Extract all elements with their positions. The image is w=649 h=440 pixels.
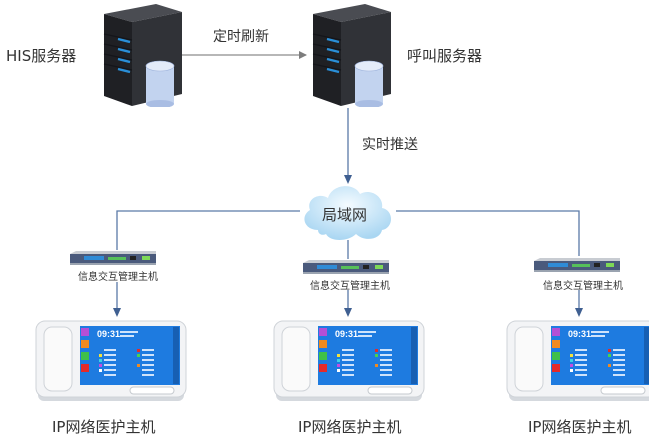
arrow-head bbox=[344, 175, 352, 184]
edge-label-realtime-push: 实时推送 bbox=[362, 137, 418, 153]
rack-server-icon bbox=[70, 251, 156, 265]
server-tower-icon bbox=[312, 4, 391, 107]
call-server-label: 呼叫服务器 bbox=[407, 47, 483, 65]
info-host-label: 信息交互管理主机 bbox=[543, 281, 623, 292]
nurse-host-label: IP网络医护主机 bbox=[52, 418, 156, 436]
ip-phone-terminal-icon bbox=[35, 320, 187, 401]
arrow-head bbox=[344, 308, 352, 317]
nurse-host-label: IP网络医护主机 bbox=[298, 418, 402, 436]
edge-lan-to-left-host bbox=[116, 210, 300, 250]
rack-server-icon bbox=[303, 260, 389, 274]
ip-phone-terminal: 09:31 bbox=[34, 319, 189, 403]
lan-label: 局域网 bbox=[322, 206, 368, 224]
nurse-host-label: IP网络医护主机 bbox=[528, 418, 632, 436]
ip-phone-terminal: 09:31 bbox=[505, 319, 649, 403]
edge-label-timed-refresh: 定时刷新 bbox=[213, 29, 269, 45]
screen-time: 09:31 bbox=[568, 329, 592, 339]
server-tower-icon bbox=[103, 4, 182, 107]
screen-time: 09:31 bbox=[97, 329, 121, 339]
info-host-label: 信息交互管理主机 bbox=[310, 281, 390, 292]
his-server-label: HIS服务器 bbox=[6, 47, 77, 65]
screen-time: 09:31 bbox=[335, 329, 359, 339]
arrow-head bbox=[113, 308, 121, 317]
ip-phone-terminal-icon bbox=[506, 320, 649, 401]
cloud-icon bbox=[304, 186, 391, 240]
ip-phone-terminal: 09:31 bbox=[272, 319, 427, 403]
arrow-head bbox=[575, 308, 583, 317]
info-host-label: 信息交互管理主机 bbox=[78, 272, 158, 283]
rack-server-icon bbox=[534, 258, 620, 272]
ip-phone-terminal-icon bbox=[273, 320, 425, 401]
edge-lan-to-right-host bbox=[396, 210, 580, 256]
